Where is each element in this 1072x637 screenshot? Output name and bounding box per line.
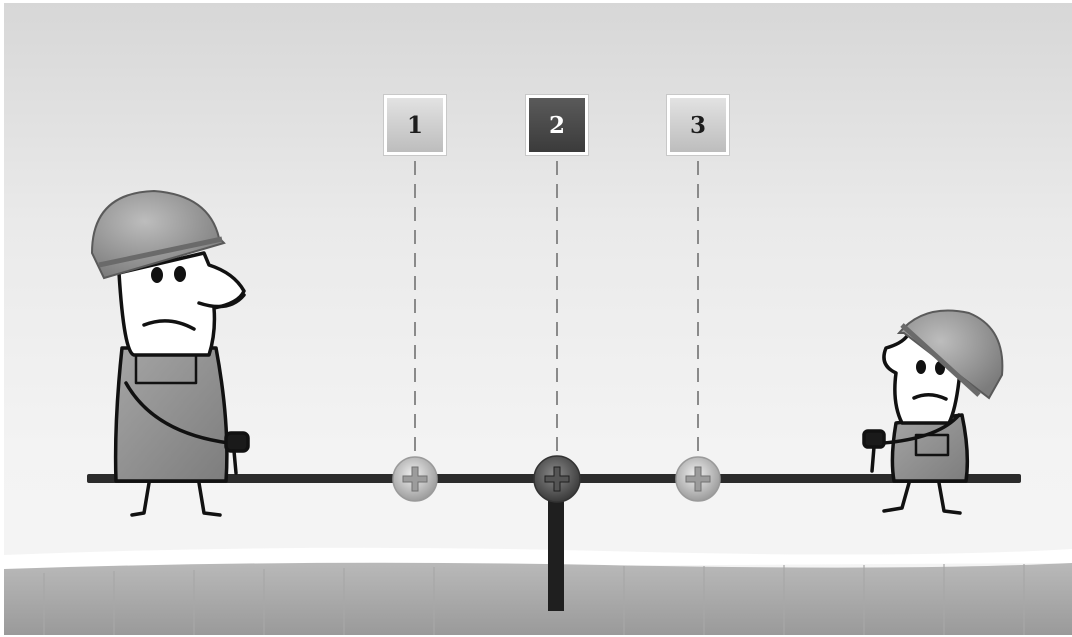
position-label-3: 3 (690, 112, 706, 139)
position-button-2[interactable]: 2 (526, 95, 588, 155)
game-stage: 1 2 3 (4, 3, 1072, 635)
position-button-3[interactable]: 3 (667, 95, 729, 155)
position-label-2: 2 (549, 112, 565, 139)
wooden-floor (4, 563, 1072, 635)
guide-lines (415, 161, 698, 465)
pivot-bolt-icon[interactable] (534, 456, 580, 502)
position-label-1: 1 (407, 112, 423, 139)
pivot-bolt-icon[interactable] (676, 457, 720, 501)
pivot-bolt-icon[interactable] (393, 457, 437, 501)
position-button-1[interactable]: 1 (384, 95, 446, 155)
